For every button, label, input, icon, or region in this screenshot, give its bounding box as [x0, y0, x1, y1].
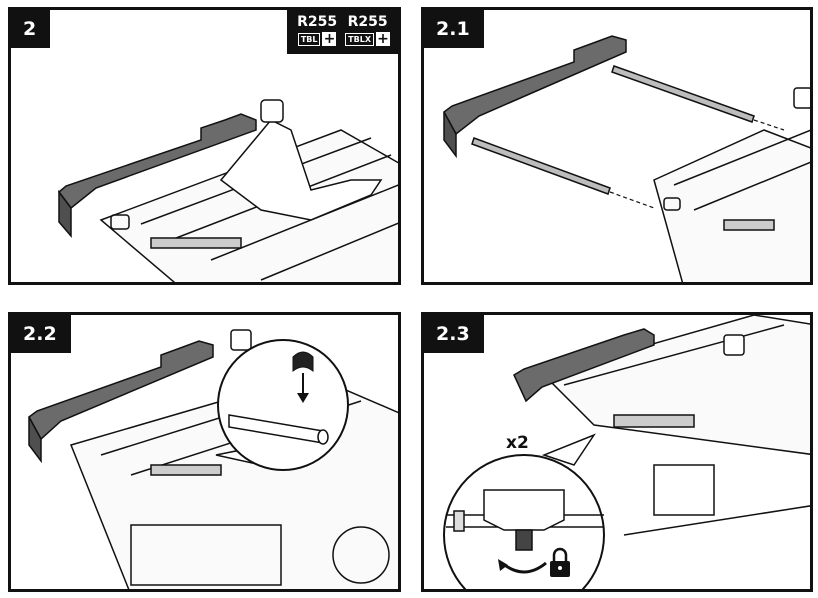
rail-lock-illustration	[424, 315, 813, 592]
step-2-panel: 2 R255 TBL+ R255 TBLX+	[8, 7, 401, 285]
front-rail	[472, 138, 610, 194]
model-code: TBLX	[345, 33, 374, 46]
rip-fence	[444, 36, 626, 134]
step-label: 2.1	[424, 10, 484, 48]
step-2-3-panel: 2.3 x2	[421, 312, 813, 592]
step-label: 2.3	[424, 315, 484, 353]
step-2-2-panel: 2.2	[8, 312, 401, 592]
model-code: TBL	[298, 33, 321, 46]
fence-rails-illustration	[424, 10, 813, 285]
step-label: 2.2	[11, 315, 71, 353]
step-2-1-panel: 2.1	[421, 7, 813, 285]
quantity-label: x2	[506, 433, 529, 453]
model-name: R255	[348, 14, 388, 30]
rail-insert-illustration	[11, 315, 401, 592]
model-name: R255	[297, 14, 337, 30]
model-tbl: R255 TBL+	[297, 14, 337, 54]
plus-icon: +	[322, 32, 336, 46]
model-tblx: R255 TBLX+	[345, 14, 390, 54]
lock-bracket	[484, 490, 564, 530]
rear-rail	[612, 66, 754, 122]
model-badge: R255 TBL+ R255 TBLX+	[287, 10, 398, 54]
plus-icon: +	[376, 32, 390, 46]
step-label: 2	[11, 10, 50, 48]
